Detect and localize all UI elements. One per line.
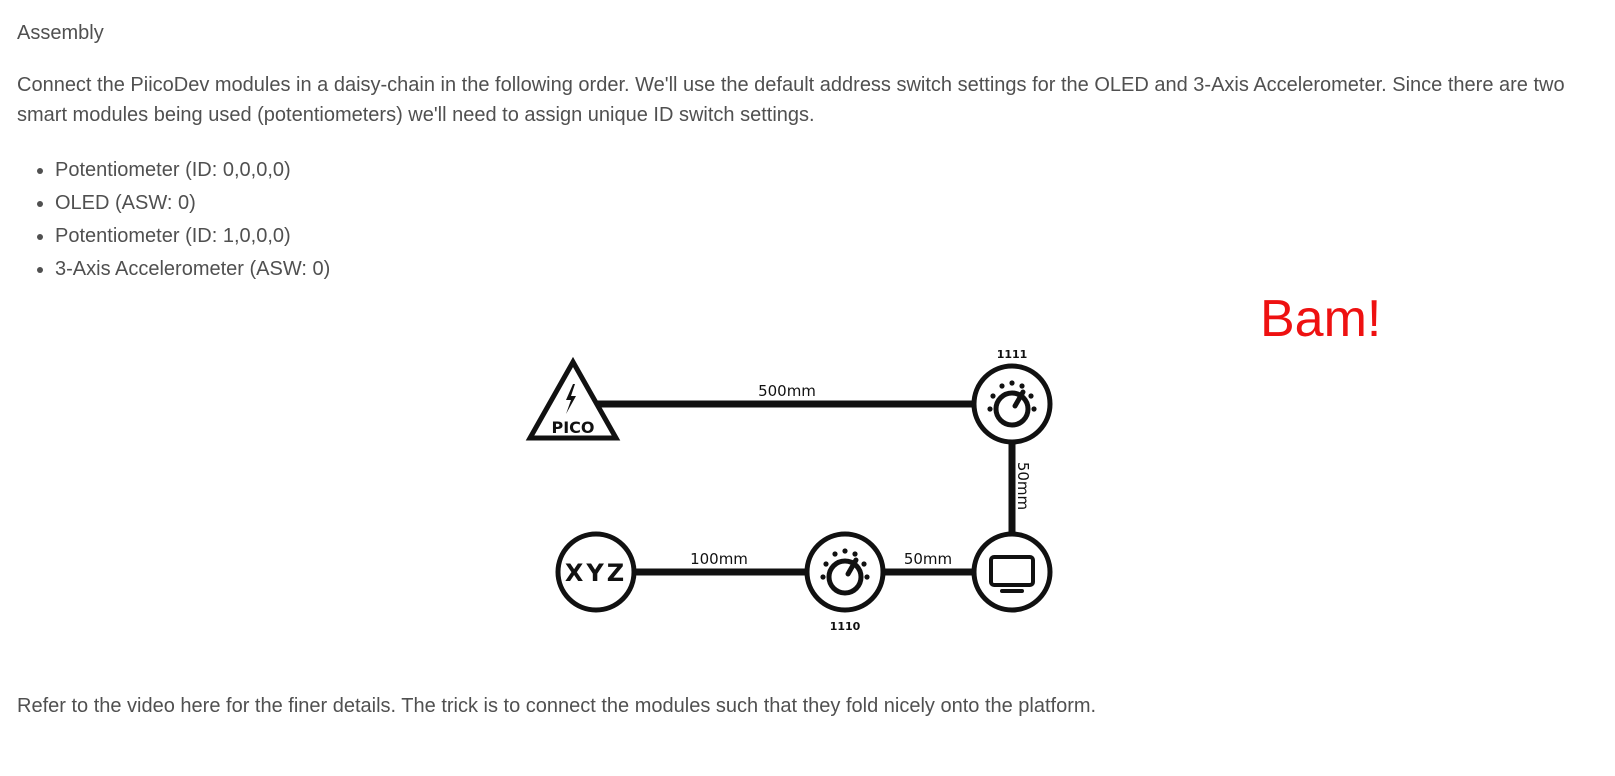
pot-top-id-label: 1111 <box>997 348 1028 361</box>
list-item: Potentiometer (ID: 1,0,0,0) <box>55 220 330 253</box>
cable-label-100mm: 100mm <box>690 550 748 568</box>
monitor-icon <box>971 531 1053 613</box>
bam-annotation: Bam! <box>1260 296 1381 348</box>
wiring-diagram: Bam! 500mm 50mm 100mm 50mm PICO <box>17 296 1597 666</box>
footer-paragraph: Refer to the video here for the finer de… <box>17 695 1097 717</box>
list-item: OLED (ASW: 0) <box>55 187 330 220</box>
list-item: Potentiometer (ID: 0,0,0,0) <box>55 154 330 187</box>
cable-label-50mm-vertical: 50mm <box>1014 462 1032 510</box>
pot-bottom-id-label: 1110 <box>830 620 861 633</box>
cable-label-50mm-horizontal: 50mm <box>904 550 952 568</box>
knob-icon <box>804 531 886 613</box>
knob-icon <box>971 363 1053 445</box>
list-item: 3-Axis Accelerometer (ASW: 0) <box>55 253 330 286</box>
lightning-triangle-icon <box>525 356 621 441</box>
xyz-circle-icon <box>555 531 637 613</box>
accel-label: XYZ <box>565 559 627 587</box>
wiring-diagram-svg: Bam! 500mm 50mm 100mm 50mm PICO <box>525 296 1381 633</box>
section-heading: Assembly <box>17 22 104 44</box>
pico-label: PICO <box>551 418 594 437</box>
intro-paragraph: Connect the PiicoDev modules in a daisy-… <box>17 74 1565 126</box>
module-order-list: Potentiometer (ID: 0,0,0,0) OLED (ASW: 0… <box>17 154 330 286</box>
cable-label-500mm: 500mm <box>758 382 816 400</box>
